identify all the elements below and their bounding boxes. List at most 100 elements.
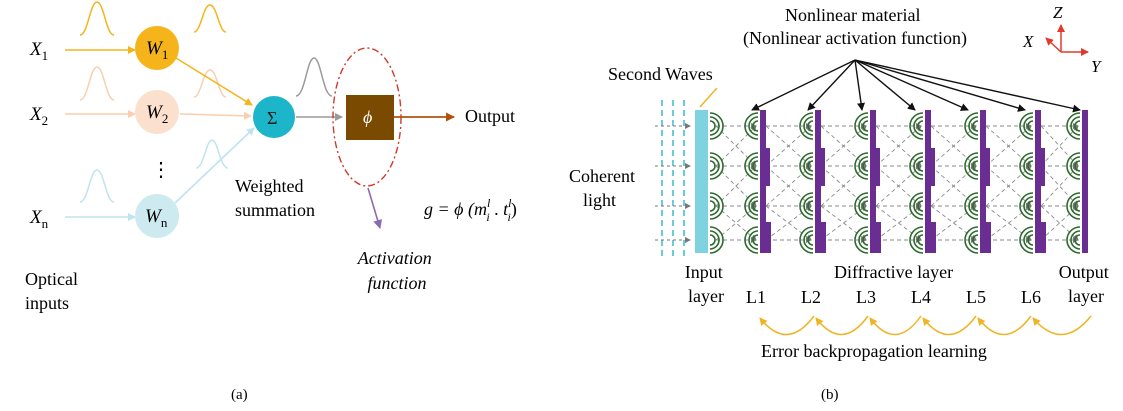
wavefront-6-3 [1019, 192, 1034, 220]
wavefront-5-1 [964, 112, 979, 140]
nonlinear-arrow-5 [854, 59, 969, 111]
beam-49 [930, 205, 977, 241]
wavefront-6-1 [1019, 112, 1034, 140]
backprop-arc-6 [1032, 315, 1092, 336]
diffractive-plate-l6 [1035, 110, 1046, 253]
second-waves-pointer [699, 87, 718, 108]
nonlinear-arrow-1 [751, 59, 856, 111]
activation-pointer [367, 187, 383, 229]
diffractive-plate-l1 [760, 110, 771, 253]
beam-69 [1040, 205, 1079, 241]
weighted-pulse-n [195, 139, 229, 169]
panel-b: Nonlinear material (Nonlinear activation… [569, 3, 1114, 403]
beam-66 [1040, 165, 1079, 207]
wavefront-3-2 [854, 152, 869, 180]
weight-label-w1: W1 [146, 38, 168, 62]
beam-8 [715, 205, 757, 241]
backprop-arc-3 [869, 315, 922, 336]
summation-node [253, 96, 295, 138]
output-layer-label: Output layer [1059, 262, 1114, 306]
nonlinear-arrow-7 [854, 59, 1081, 113]
output-label: Output [465, 106, 515, 126]
beam-53 [985, 125, 1032, 167]
diffractive-plate-l5 [980, 110, 991, 253]
beam-36 [875, 165, 922, 207]
link-w2-sum [179, 111, 252, 120]
nonlinear-arrow-4 [854, 59, 916, 111]
wavefront-2-4 [799, 226, 814, 254]
diffractive-plate-l2 [815, 110, 826, 253]
beam-16 [765, 165, 812, 207]
beam-59 [985, 205, 1032, 241]
activation-symbol: ϕ [363, 107, 372, 127]
caption-a: (a) [231, 387, 248, 403]
beam-46 [930, 165, 977, 207]
beam-39 [875, 205, 922, 241]
wavefront-4-4 [909, 226, 924, 254]
backprop-arc-5 [977, 315, 1032, 336]
backprop-arc-1 [759, 315, 815, 336]
summation-symbol: Σ [267, 108, 277, 128]
wavefront-4-1 [909, 112, 924, 140]
wavefront-6-4 [1019, 226, 1034, 254]
wavefront-1-2 [744, 152, 759, 180]
input-pulse-2 [79, 66, 115, 101]
wavefront-3-1 [854, 112, 869, 140]
weight-node-wn [135, 194, 179, 238]
input-layer-plate [695, 110, 708, 253]
second-waves-label: Second Waves [608, 64, 713, 84]
weight-label-wn: Wn [145, 206, 168, 230]
diffractive-plate-l4 [925, 110, 936, 253]
activation-function-label: Activation function [357, 248, 436, 293]
input-label-xn: Xn [29, 207, 49, 231]
wavefront-7-2 [1066, 152, 1081, 180]
wavefront-2-2 [799, 152, 814, 180]
beam-6 [715, 165, 757, 207]
weighted-pulse-1 [193, 4, 227, 33]
beam-56 [985, 165, 1032, 207]
output-layer-plate [1082, 110, 1088, 253]
layer-labels: L1 L2 L3 L4 L5 L6 [746, 287, 1041, 307]
layer-label-l6: L6 [1021, 287, 1041, 307]
wavefront-3-4 [854, 226, 869, 254]
layer-label-l5: L5 [966, 287, 986, 307]
wavefront-2-1 [799, 112, 814, 140]
input-wavefront-4 [709, 226, 724, 254]
beam-65 [1040, 165, 1079, 207]
wavefront-1-4 [744, 226, 759, 254]
input-pulse-1 [79, 1, 115, 36]
beam-9 [715, 205, 757, 241]
backpropagation-arcs [759, 315, 1092, 336]
beam-23 [820, 125, 867, 167]
coherent-light-label: Coherent light [569, 166, 639, 210]
weighted-pulse-2 [193, 69, 227, 98]
nonlinear-arrow-2 [807, 59, 856, 111]
wavefront-7-3 [1066, 192, 1081, 220]
beam-62 [1040, 125, 1079, 167]
caption-b: (b) [821, 387, 839, 403]
wavefront-5-3 [964, 192, 979, 220]
learning-label: Error backpropagation learning [761, 341, 987, 361]
layer-label-l2: L2 [801, 287, 821, 307]
nonlinear-arrow-3 [854, 59, 865, 111]
beam-26 [820, 165, 867, 207]
wavefront-7-1 [1066, 112, 1081, 140]
layer-label-l3: L3 [856, 287, 876, 307]
weighted-summation-label: Weighted summation [235, 176, 315, 220]
input-label-x2: X2 [29, 104, 48, 128]
beam-33 [875, 125, 922, 167]
weight-label-w2: W2 [146, 102, 168, 126]
axes-indicator: Z X Y [1022, 3, 1102, 76]
beam-68 [1040, 205, 1079, 241]
link-wn-sum [174, 127, 255, 204]
wavefront-4-3 [909, 192, 924, 220]
activation-box [346, 95, 394, 140]
input-pulse-n [79, 169, 115, 203]
layer-label-l1: L1 [746, 287, 766, 307]
backprop-arc-4 [922, 315, 977, 336]
beam-13 [765, 125, 812, 167]
beam-3 [715, 125, 757, 167]
wavefront-1-3 [744, 192, 759, 220]
nonlinear-material-label: Nonlinear material (Nonlinear activation… [743, 5, 967, 49]
